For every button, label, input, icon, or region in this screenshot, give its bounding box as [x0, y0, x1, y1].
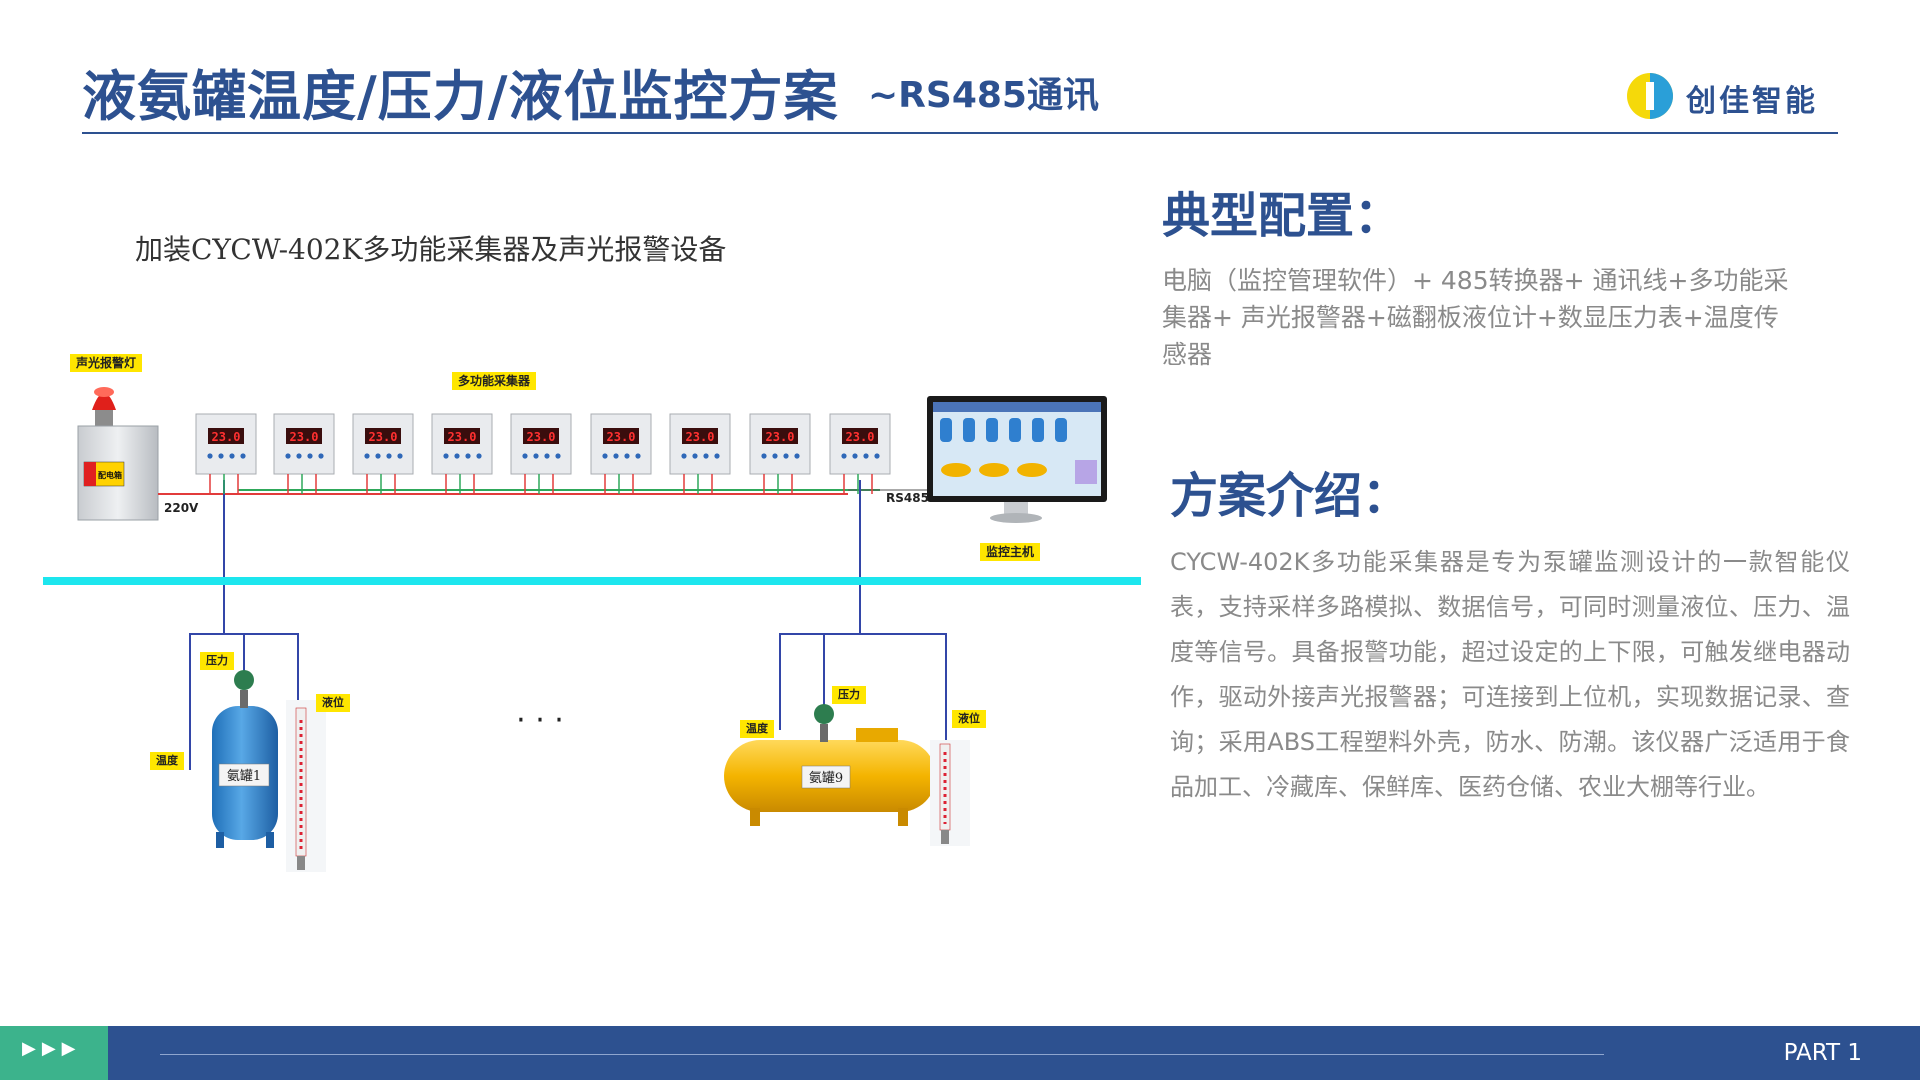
page-title: 液氨罐温度/压力/液位监控方案 [82, 65, 839, 128]
collector-unit: 23.0 [352, 413, 414, 494]
tank-9-level-tag: 液位 [952, 710, 986, 728]
monitor-host-icon [927, 396, 1107, 523]
tank-9-pressure-tag: 压力 [832, 686, 866, 704]
play-arrows-icon: ▶▶▶ [22, 1038, 82, 1059]
config-title: 典型配置： [1162, 188, 1403, 244]
tank-1-name: 氨罐1 [227, 769, 261, 784]
box-sign-text: 配电箱 [98, 470, 122, 480]
footer-part-label: PART 1 [1783, 1040, 1862, 1066]
tank-1-temperature-tag: 温度 [150, 752, 184, 770]
tank-1-icon: 氨罐1 [212, 706, 278, 848]
tank-ellipsis: · · · [516, 703, 564, 738]
company-logo: 创佳智能 [1624, 70, 1834, 122]
rs485-label: RS485 [886, 491, 929, 505]
collector-display: 23.0 [369, 430, 398, 444]
collector-display: 23.0 [846, 430, 875, 444]
collector-unit: 23.0 [829, 413, 891, 494]
footer-divider [160, 1054, 1604, 1055]
collector-unit: 23.0 [749, 413, 811, 494]
pressure-gauge-1-icon [234, 670, 254, 708]
page-subtitle: ~RS485通讯 [868, 75, 1099, 116]
collector-display: 23.0 [527, 430, 556, 444]
tank-9-name: 氨罐9 [809, 771, 843, 786]
collector-unit: 23.0 [195, 413, 257, 494]
collector-display: 23.0 [448, 430, 477, 444]
footer-bar [0, 1026, 1920, 1080]
alarm-light-icon [92, 387, 116, 426]
collector-display: 23.0 [766, 430, 795, 444]
power-label: 220V [164, 501, 199, 515]
collector-unit: 23.0 [590, 413, 652, 494]
title-underline [82, 132, 1838, 134]
tank-1-level-tag: 液位 [316, 694, 350, 712]
collector-group: 23.0 23.0 23.0 23.0 23.0 23.0 23.0 23.0 23.0 [195, 413, 891, 494]
bus-line [43, 577, 1141, 585]
tank-9-temperature-tag: 温度 [740, 720, 774, 738]
intro-title: 方案介绍： [1170, 468, 1411, 524]
tank-1-pressure-tag: 压力 [200, 652, 234, 670]
pressure-gauge-9-icon [814, 704, 834, 742]
collector-display: 23.0 [607, 430, 636, 444]
collector-display: 23.0 [290, 430, 319, 444]
distribution-box-icon: 配电箱 [77, 425, 159, 521]
collector-display: 23.0 [212, 430, 241, 444]
diagram-caption: 加装CYCW-402K多功能采集器及声光报警设备 [135, 233, 727, 266]
intro-body: CYCW-402K多功能采集器是专为泵罐监测设计的一款智能仪表，支持采样多路模拟… [1170, 548, 1850, 801]
config-body: 电脑（监控管理软件）+ 485转换器+ 通讯线+多功能采集器+ 声光报警器+磁翻… [1162, 266, 1789, 369]
collector-unit: 23.0 [669, 413, 731, 494]
level-gauge-1-icon [286, 700, 326, 872]
alarm-light-tag: 声光报警灯 [70, 354, 143, 372]
logo-text: 创佳智能 [1686, 84, 1818, 119]
monitor-host-tag: 监控主机 [980, 543, 1041, 561]
level-gauge-9-icon [930, 740, 970, 846]
tank-9-icon: 氨罐9 [724, 728, 936, 826]
logo-mark-icon [1627, 73, 1673, 119]
collector-unit: 23.0 [273, 413, 335, 494]
collector-unit: 23.0 [510, 413, 572, 494]
collector-display: 23.0 [686, 430, 715, 444]
collector-unit: 23.0 [431, 413, 493, 494]
footer-accent [0, 1026, 108, 1080]
collector-tag: 多功能采集器 [452, 372, 537, 390]
